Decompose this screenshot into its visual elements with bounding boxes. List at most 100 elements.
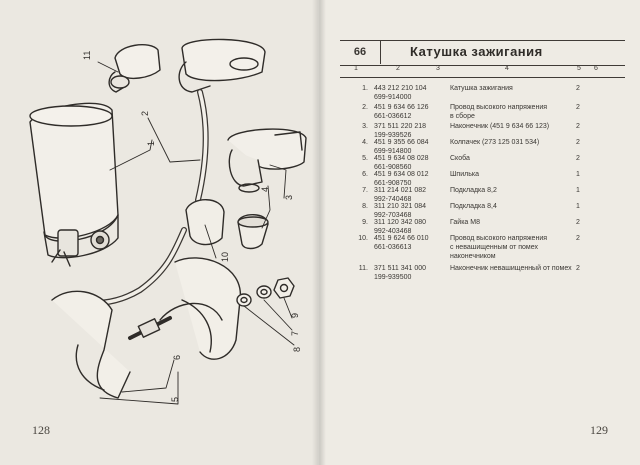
ignition-coil-drawing: [29, 102, 119, 267]
leader-lines: [97, 61, 295, 405]
part-index: 3.: [362, 123, 368, 130]
column-6-label: 6: [594, 65, 598, 72]
part-index: 1.: [362, 85, 368, 92]
part-index: 9.: [362, 219, 368, 226]
part-index: 4.: [362, 139, 368, 146]
right-page-number: 129: [590, 423, 608, 437]
part-index: 11.: [358, 265, 368, 272]
part-code-line: 451 9 624 66 010: [374, 235, 429, 242]
part-quantity: 2: [576, 219, 580, 226]
part-codes: 311 214 021 082 992-740468: [374, 186, 454, 204]
part-quantity: 1: [576, 203, 580, 210]
part-name-line: Провод высокого напряжения: [450, 235, 548, 242]
callout-7: 7: [290, 331, 300, 336]
bracket-drawing: [51, 257, 241, 399]
part-name: Колпачек (273 125 031 534): [450, 138, 580, 147]
part-name-line: Шпилька: [450, 171, 479, 178]
part-name: Наконечник (451 9 634 66 123): [450, 122, 580, 131]
part-quantity: 2: [576, 123, 580, 130]
part-quantity: 2: [576, 235, 580, 242]
part-code-line: 443 212 210 104: [374, 85, 427, 92]
part-name: Шпилька: [450, 170, 580, 179]
column-4-label: 4: [505, 65, 509, 72]
washers-and-nut-drawing: [236, 277, 295, 307]
part-quantity: 2: [576, 139, 580, 146]
part-name: Провод высокого напряжения в сборе: [450, 103, 580, 121]
part-code-line: 371 511 220 218: [374, 123, 427, 130]
column-5-label: 5: [577, 65, 581, 72]
part-name-line: Наконечник невашищенный от помех: [450, 265, 572, 272]
callout-3: 3: [284, 195, 294, 200]
part-index: 7.: [362, 187, 368, 194]
cable-assembly-drawing: [178, 38, 266, 203]
part-name: Гайка М8: [450, 218, 580, 227]
cap-11-drawing: [108, 44, 161, 93]
part-name-line: Подкладка 8,2: [450, 187, 497, 194]
callout-2: 2: [140, 111, 150, 116]
part-name: Скоба: [450, 154, 580, 163]
part-code-line: 311 210 321 084: [374, 203, 427, 210]
callout-5: 5: [170, 397, 180, 402]
part-code-line: 661-036612: [374, 113, 412, 120]
left-page-number: 128: [32, 423, 50, 437]
part-code-line: 661-036613: [374, 244, 412, 251]
book-gutter: [312, 0, 326, 465]
part-code-line: 371 511 341 000: [374, 265, 427, 272]
part-code-line: 451 9 634 66 126: [374, 104, 429, 111]
table-title: Катушка зажигания: [410, 44, 543, 59]
part-index: 8.: [362, 203, 368, 210]
part-code-line: 992-703468: [374, 212, 412, 219]
callout-4: 4: [260, 187, 270, 192]
part-quantity: 2: [576, 85, 580, 92]
part-code-line: 992-403468: [374, 228, 412, 235]
part-name-line: Скоба: [450, 155, 470, 162]
callout-10: 10: [220, 252, 230, 262]
callout-1: 1: [146, 141, 156, 146]
part-name: Подкладка 8,2: [450, 186, 580, 195]
column-3-label: 3: [436, 65, 440, 72]
part-code-line: 451 9 634 08 012: [374, 171, 429, 178]
exploded-parts-illustration: 11 2 1 3 4 10 6 5 9 7 8: [29, 38, 307, 405]
callout-8: 8: [292, 347, 302, 352]
part-code-line: 311 214 021 082: [374, 187, 427, 194]
part-quantity: 2: [576, 265, 580, 272]
part-quantity: 2: [576, 155, 580, 162]
part-quantity: 2: [576, 104, 580, 111]
part-name-line: Гайка М8: [450, 219, 480, 226]
callout-9: 9: [290, 313, 300, 318]
part-name-line: в сборе: [450, 113, 475, 120]
part-codes: 451 9 634 66 126 661-036612: [374, 103, 454, 121]
part-name-line: Провод высокого напряжения: [450, 104, 548, 111]
part-index: 6.: [362, 171, 368, 178]
part-code-line: 992-740468: [374, 196, 412, 203]
callout-11: 11: [82, 51, 92, 60]
part-index: 10.: [358, 235, 368, 242]
part-name-line: Подкладка 8,4: [450, 203, 497, 210]
part-code-line: 699-914800: [374, 148, 412, 155]
part-name: Катушка зажигания: [450, 84, 580, 93]
group-code: 66: [340, 40, 381, 64]
column-1-label: 1: [354, 65, 358, 72]
column-numbers-row: [340, 64, 625, 78]
part-index: 2.: [362, 104, 368, 111]
part-code-line: 699-914000: [374, 94, 412, 101]
part-name-line: Наконечник (451 9 634 66 123): [450, 123, 550, 130]
part-quantity: 1: [576, 187, 580, 194]
part-codes: 311 210 321 084 992-703468: [374, 202, 454, 220]
rubber-cap-drawing: [237, 214, 269, 250]
part-codes: 443 212 210 104 699-914000: [374, 84, 454, 102]
part-name: Подкладка 8,4: [450, 202, 580, 211]
stud-drawing: [128, 316, 172, 340]
part-name-line: Катушка зажигания: [450, 85, 513, 92]
elbow-terminal-drawing: [227, 128, 307, 193]
table-header-frame: [340, 40, 625, 66]
column-2-label: 2: [396, 65, 400, 72]
callout-6: 6: [172, 355, 182, 360]
